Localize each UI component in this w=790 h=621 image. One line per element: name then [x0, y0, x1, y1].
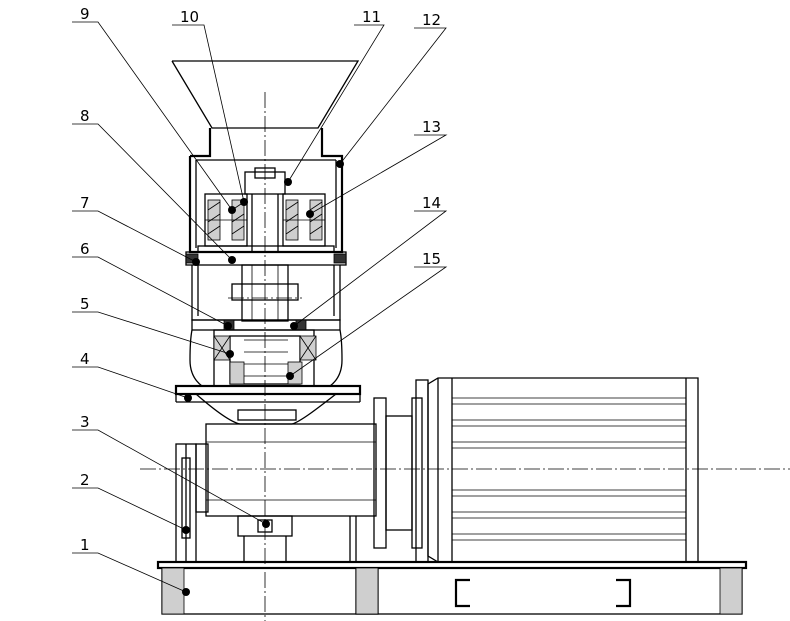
gearbox-body [189, 329, 343, 387]
support-frame [175, 443, 197, 563]
callout-8: 8 [80, 107, 90, 125]
callout-7: 7 [80, 194, 90, 212]
centerlines [140, 92, 790, 621]
base-flange [174, 384, 362, 425]
upper-housing [185, 128, 347, 266]
leader-dots [182, 160, 344, 596]
electric-motor [427, 377, 699, 563]
callout-3: 3 [80, 413, 90, 431]
leader-lines [72, 21, 448, 593]
middle-housing [191, 264, 341, 331]
coupling-flange [373, 379, 429, 563]
callout-14: 14 [422, 194, 441, 212]
gear-reducer [195, 423, 377, 562]
callout-5: 5 [80, 295, 90, 313]
callout-10: 10 [180, 8, 199, 26]
base-frame [156, 560, 748, 615]
callout-11: 11 [362, 8, 381, 26]
callout-1: 1 [80, 536, 90, 554]
callout-13: 13 [422, 118, 441, 136]
callout-labels: 9 10 11 12 8 13 7 14 6 15 5 4 3 2 1 [80, 5, 441, 554]
rollers-and-die [197, 167, 335, 253]
callout-4: 4 [80, 350, 90, 368]
callout-6: 6 [80, 240, 90, 258]
hopper [171, 60, 360, 129]
callout-9: 9 [80, 5, 90, 23]
callout-12: 12 [422, 11, 441, 29]
callout-2: 2 [80, 471, 90, 489]
callout-15: 15 [422, 250, 441, 268]
